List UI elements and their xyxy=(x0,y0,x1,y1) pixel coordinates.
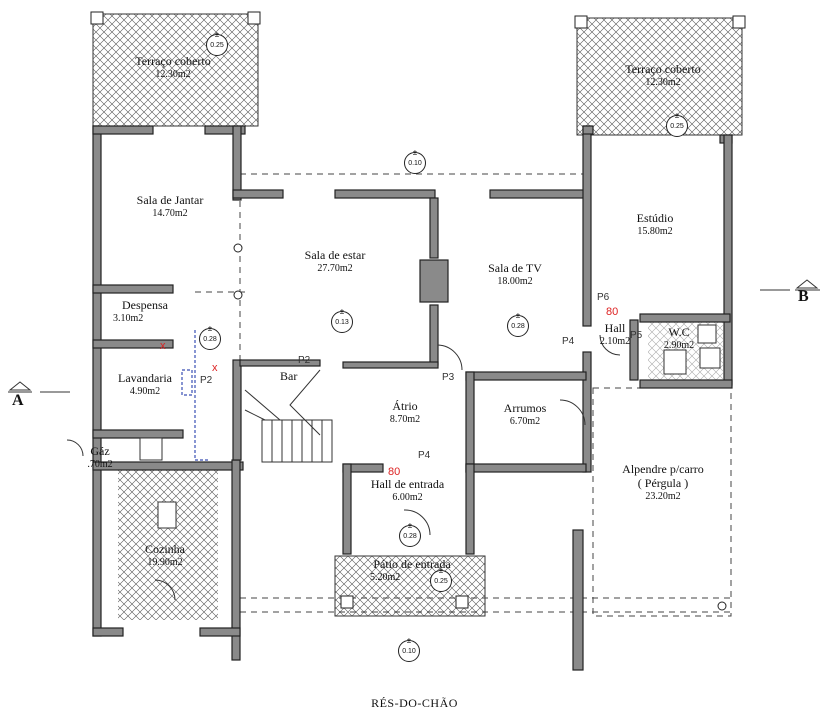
door-mark: P2 xyxy=(200,375,213,386)
room-name: Cozinha xyxy=(145,542,185,556)
room-terrace-right: Terraço coberto 12.30m2 xyxy=(598,62,728,88)
room-entrance-hall: Hall de entrada 6.00m2 xyxy=(355,477,460,503)
kitchen-hatch xyxy=(118,470,218,620)
door-mark: P5 xyxy=(630,330,643,341)
room-name: Hall xyxy=(604,321,626,335)
level-marker: ±0.25 xyxy=(666,111,688,137)
red-annotation: x xyxy=(212,362,218,374)
room-name: Alpendre p/carro xyxy=(622,462,704,476)
room-terrace-left: Terraço coberto 12.30m2 xyxy=(108,54,238,80)
room-name: Pátio de entrada xyxy=(373,557,451,571)
room-name: Terraço coberto xyxy=(135,54,211,68)
room-carport: Alpendre p/carro ( Pérgula ) 23.20m2 xyxy=(598,462,728,502)
room-area: 2.90m2 xyxy=(663,339,695,351)
room-name: Átrio xyxy=(392,399,418,413)
door-mark: P3 xyxy=(442,372,455,383)
door-mark: P4 xyxy=(418,450,431,461)
red-annotation: 80 xyxy=(606,306,619,318)
room-area: 14.70m2 xyxy=(152,207,188,219)
room-name: Estúdio xyxy=(636,211,674,225)
room-living: Sala de estar 27.70m2 xyxy=(270,248,400,274)
room-area: .70m2 xyxy=(87,458,113,470)
room-gas: Gáz .70m2 xyxy=(80,444,120,470)
room-area: 3.10m2 xyxy=(113,312,144,324)
room-area: 12.30m2 xyxy=(645,76,681,88)
bar-label: Bar xyxy=(280,369,298,383)
room-name: Sala de TV xyxy=(488,261,542,275)
level-marker: ±0.28 xyxy=(399,521,421,547)
level-marker: ±0.25 xyxy=(430,566,452,592)
walls xyxy=(92,125,733,671)
room-area: 5.20m2 xyxy=(370,571,401,583)
room-name: Lavandaria xyxy=(118,371,172,385)
room-dining: Sala de Jantar 14.70m2 xyxy=(110,193,230,219)
room-name: Sala de estar xyxy=(304,248,366,262)
room-name: Hall de entrada xyxy=(370,477,445,491)
room-name: W.C xyxy=(668,325,690,339)
room-extra: ( Pérgula ) xyxy=(637,475,689,490)
room-area: 19.90m2 xyxy=(147,556,183,568)
room-name: Arrumos xyxy=(503,401,547,415)
level-marker: ±0.28 xyxy=(507,311,529,337)
toilet xyxy=(697,324,717,344)
level-marker: ±0.28 xyxy=(199,324,221,350)
level-marker: ±0.25 xyxy=(206,30,228,56)
room-name: Sala de Jantar xyxy=(136,193,204,207)
room-area: 2.10m2 xyxy=(599,335,631,347)
room-area: 6.70m2 xyxy=(509,415,541,427)
room-area: 4.90m2 xyxy=(129,385,161,397)
door-mark: P6 xyxy=(597,292,610,303)
sink xyxy=(663,349,687,375)
room-storage: Arrumos 6.70m2 xyxy=(480,401,570,427)
posts xyxy=(90,11,746,611)
room-area: 12.30m2 xyxy=(155,68,191,80)
level-marker: ±0.10 xyxy=(398,636,420,662)
stove xyxy=(139,437,163,461)
kitchen-island xyxy=(157,501,177,529)
room-studio: Estúdio 15.80m2 xyxy=(600,211,710,237)
room-laundry: Lavandaria 4.90m2 xyxy=(100,371,190,397)
terrace-left-hatch xyxy=(92,13,259,127)
room-area: 6.00m2 xyxy=(392,491,423,503)
door-swings xyxy=(66,334,621,601)
section-label-b: B xyxy=(798,288,809,305)
red-annotation: 80 xyxy=(388,466,401,478)
terrace-right-hatch xyxy=(576,17,743,136)
room-name: Gáz xyxy=(90,444,110,458)
room-name: Despensa xyxy=(122,298,168,312)
blue-annotation xyxy=(181,330,210,461)
room-area: 23.20m2 xyxy=(645,490,681,502)
room-pantry: Despensa 3.10m2 xyxy=(105,298,185,324)
room-tv: Sala de TV 18.00m2 xyxy=(460,261,570,287)
door-mark: P2 xyxy=(298,355,311,366)
room-atrium: Átrio 8.70m2 xyxy=(370,399,440,425)
section-label-a: A xyxy=(12,392,24,409)
shower xyxy=(699,347,721,369)
room-area: 27.70m2 xyxy=(317,262,353,274)
section-markers xyxy=(8,279,820,393)
room-kitchen: Cozinha 19.90m2 xyxy=(125,542,205,568)
room-area: 8.70m2 xyxy=(389,413,421,425)
level-marker: ±0.10 xyxy=(404,148,426,174)
room-hall: Hall 2.10m2 xyxy=(590,321,640,347)
room-name: Terraço coberto xyxy=(625,62,701,76)
room-patio: Pátio de entrada 5.20m2 xyxy=(352,557,472,583)
plan-title: RÉS-DO-CHÃO xyxy=(371,696,458,710)
door-mark: P4 xyxy=(562,336,575,347)
level-marker: ±0.13 xyxy=(331,307,353,333)
room-area: 15.80m2 xyxy=(637,225,673,237)
stairs xyxy=(244,369,333,463)
room-area: 18.00m2 xyxy=(497,275,533,287)
red-annotation: x xyxy=(160,340,166,352)
room-wc: W.C 2.90m2 xyxy=(654,325,704,351)
